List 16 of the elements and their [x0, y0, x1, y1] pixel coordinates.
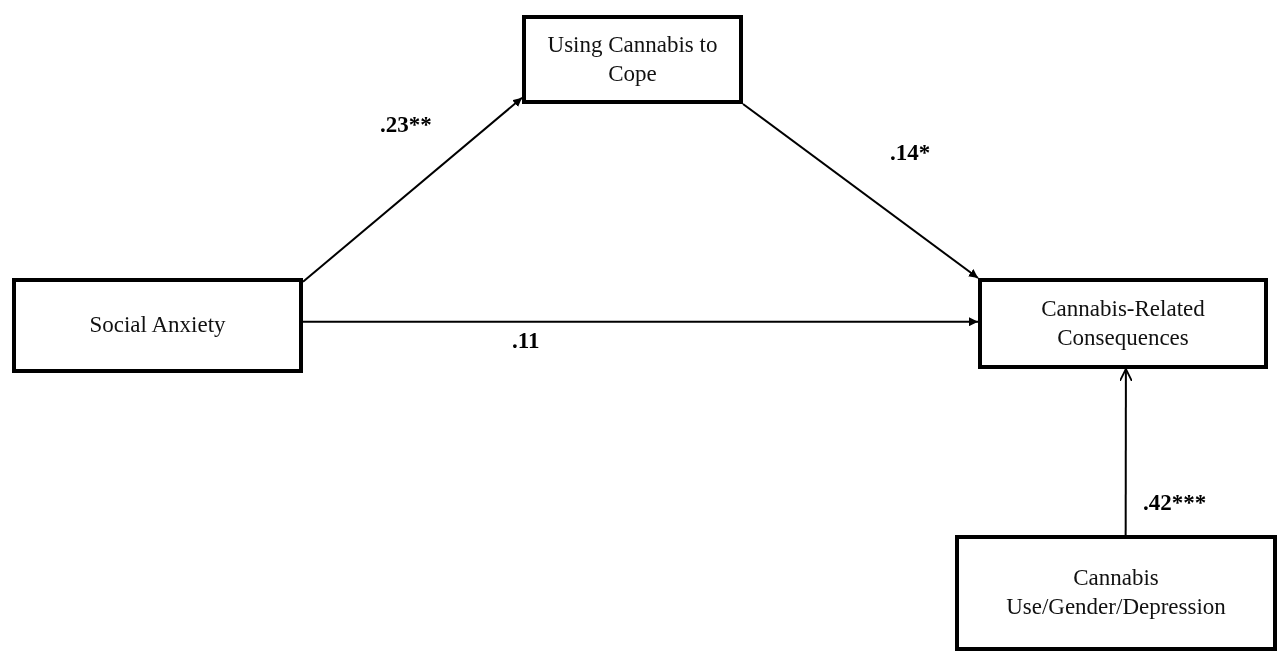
variable-box: [955, 535, 1277, 651]
variable-box: [978, 278, 1268, 369]
edge-label: .42***: [1143, 490, 1207, 516]
arrow: [1119, 368, 1133, 536]
variable-box: [522, 15, 743, 104]
edge-label: .14*: [890, 140, 931, 166]
variable-box: [12, 278, 303, 373]
arrow: [302, 317, 979, 327]
edge-label: .11: [512, 328, 540, 354]
node-label: Cannabis-Related Consequences: [1040, 294, 1206, 352]
node-label: Cannabis Use/Gender/Depression: [1005, 564, 1227, 621]
node-label: Using Cannabis to Cope: [546, 30, 719, 88]
node-label: Social Anxiety: [89, 311, 226, 340]
arrow: [742, 103, 979, 279]
edge-label: .23**: [380, 112, 432, 138]
arrow: [302, 96, 523, 283]
